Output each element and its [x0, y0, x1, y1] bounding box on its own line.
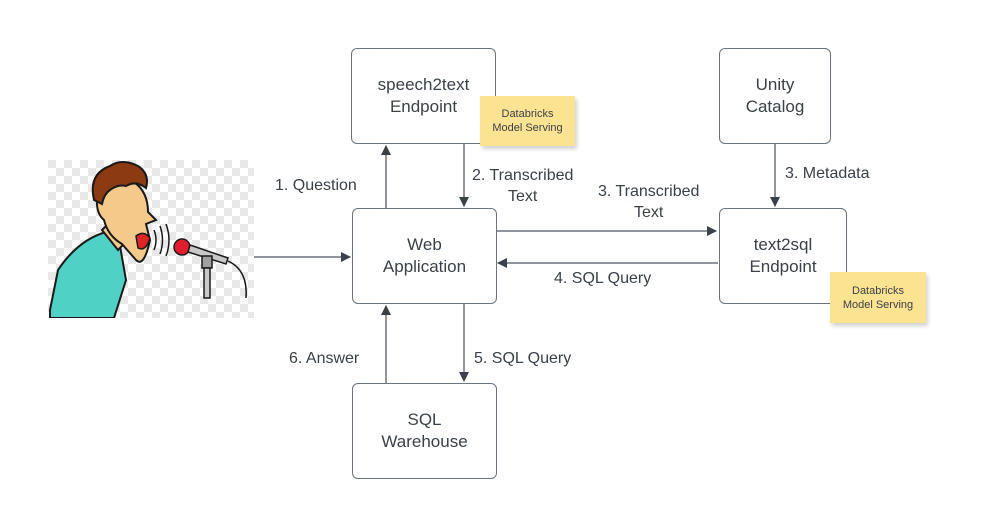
edge-label-question: 1. Question — [275, 177, 357, 194]
note-line1: Databricks — [501, 108, 554, 120]
hair — [91, 161, 148, 206]
node-label-line2: Endpoint — [389, 97, 458, 116]
node-label-line1: Unity — [755, 75, 795, 94]
edge-label-line2: Text — [508, 188, 538, 205]
edge-label-sql-query: 5. SQL Query — [474, 350, 572, 367]
note-line1: Databricks — [852, 284, 904, 297]
edge-label-line2: Text — [634, 204, 664, 221]
edge-label-sql-query-back: 4. SQL Query — [554, 270, 652, 287]
edge-label-line1: 3. Transcribed — [598, 183, 700, 200]
edge-label-transcribed-text-to-sql: 3. Transcribed Text — [598, 181, 699, 223]
node-label-line2: Endpoint — [749, 257, 817, 276]
edge-label-answer: 6. Answer — [289, 350, 360, 367]
edge-label-line1: 2. Transcribed — [472, 167, 574, 184]
node-label-line2: Warehouse — [381, 432, 468, 451]
node-sql-warehouse[interactable]: SQL Warehouse — [352, 383, 497, 479]
node-label-line1: text2sql — [753, 235, 813, 254]
shirt — [49, 230, 128, 318]
note-line2: Model Serving — [492, 122, 563, 134]
note-line2: Model Serving — [842, 298, 914, 311]
node-label-line1: speech2text — [377, 75, 470, 94]
node-label-line2: Application — [382, 257, 467, 276]
speaker-illustration — [48, 160, 254, 318]
edge-label-transcribed-text: 2. Transcribed Text — [472, 165, 573, 207]
node-label-line1: SQL — [407, 410, 442, 429]
node-label-line1: Web — [407, 235, 442, 254]
edge-label-metadata: 3. Metadata — [785, 165, 870, 182]
node-label-line2: Catalog — [745, 97, 805, 116]
